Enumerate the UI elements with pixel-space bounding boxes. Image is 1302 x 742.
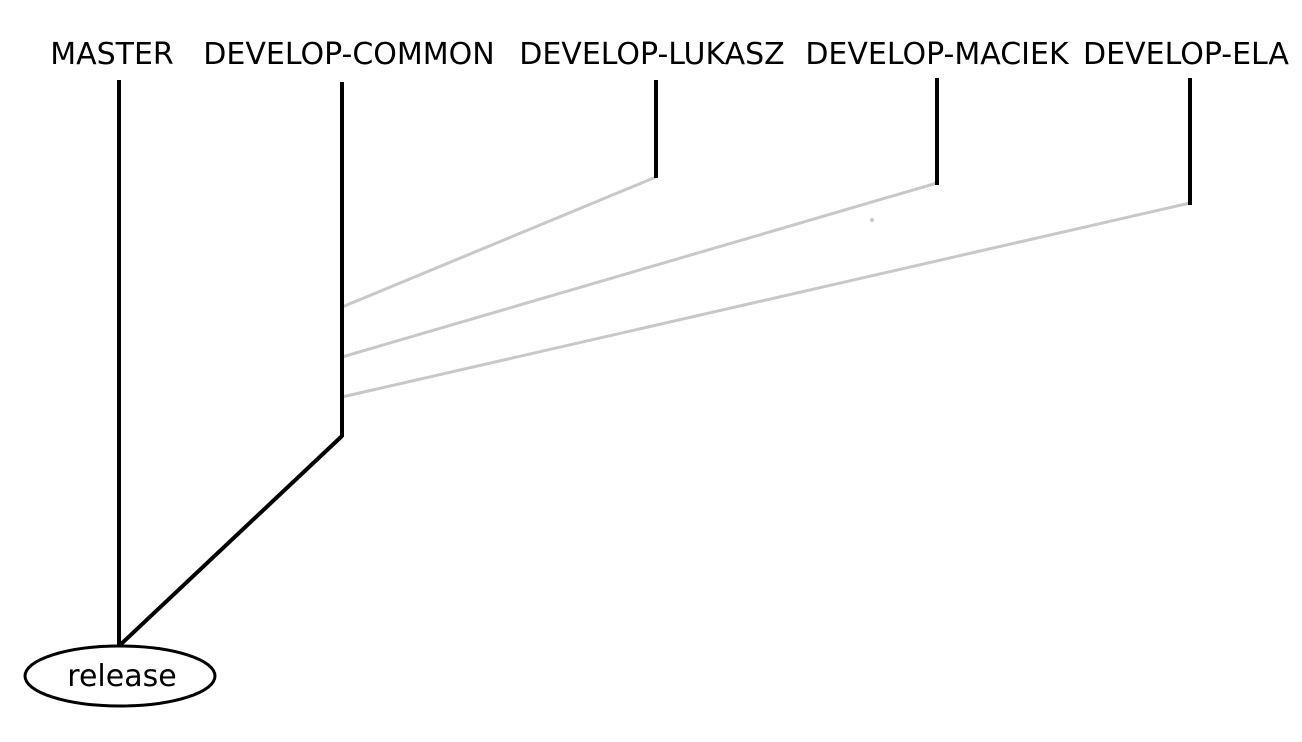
branch-label-master: MASTER (50, 37, 174, 72)
release-ellipse (23, 644, 217, 708)
merge-line-lukasz (341, 175, 657, 309)
branch-label-develop-maciek: DEVELOP-MACIEK (805, 37, 1070, 72)
release-label: release (67, 659, 176, 694)
merge-line-ela (341, 201, 1191, 399)
stray-dot (870, 218, 874, 222)
branch-label-develop-ela: DEVELOP-ELA (1083, 37, 1289, 72)
release-node: release (23, 644, 217, 708)
branch-label-develop-common: DEVELOP-COMMON (203, 37, 494, 72)
merge-line-maciek (341, 181, 938, 359)
branch-line-common-to-release (117, 434, 344, 648)
branch-label-develop-lukasz: DEVELOP-LUKASZ (519, 37, 785, 72)
